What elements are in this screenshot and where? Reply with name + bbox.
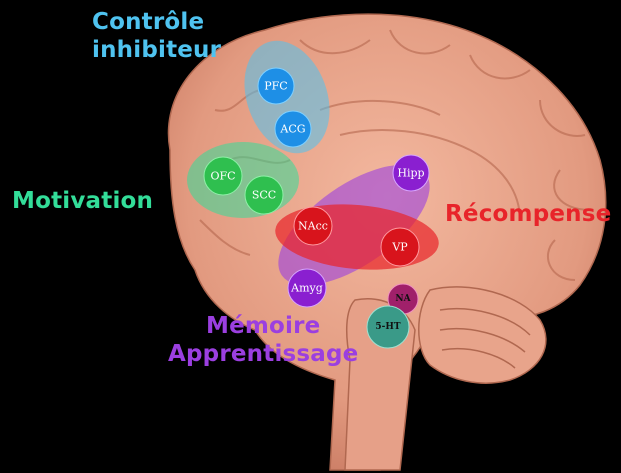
controle-line-2: inhibiteur <box>92 36 221 64</box>
memoire-line-1: Mémoire <box>168 312 359 340</box>
controle-inhibiteur-label: Contrôle inhibiteur <box>92 8 221 64</box>
controle-line-1: Contrôle <box>92 8 221 36</box>
5-ht-node: 5-HT <box>367 306 409 348</box>
vp-label: VP <box>391 241 408 254</box>
pfc-label: PFC <box>264 80 287 93</box>
ofc-label: OFC <box>210 170 235 183</box>
pfc-node: PFC <box>258 68 294 104</box>
5-ht-label: 5-HT <box>375 322 401 332</box>
memoire-line-2: Apprentissage <box>168 340 359 368</box>
nacc-label: NAcc <box>298 220 328 233</box>
scc-label: SCC <box>252 189 276 202</box>
nacc-node: NAcc <box>294 207 332 245</box>
hipp-node: Hipp <box>393 155 429 191</box>
memoire-apprentissage-label: Mémoire Apprentissage <box>168 312 359 368</box>
motivation-halo <box>187 142 299 218</box>
recompense-label: Récompense <box>445 200 611 228</box>
acg-label: ACG <box>279 123 305 136</box>
na-label: NA <box>395 294 411 304</box>
motivation-label: Motivation <box>12 187 153 215</box>
hipp-label: Hipp <box>397 167 424 180</box>
amyg-node: Amyg <box>288 269 326 307</box>
scc-node: SCC <box>245 176 283 214</box>
ofc-node: OFC <box>204 157 242 195</box>
amyg-label: Amyg <box>290 282 323 295</box>
vp-node: VP <box>381 228 419 266</box>
acg-node: ACG <box>275 111 311 147</box>
